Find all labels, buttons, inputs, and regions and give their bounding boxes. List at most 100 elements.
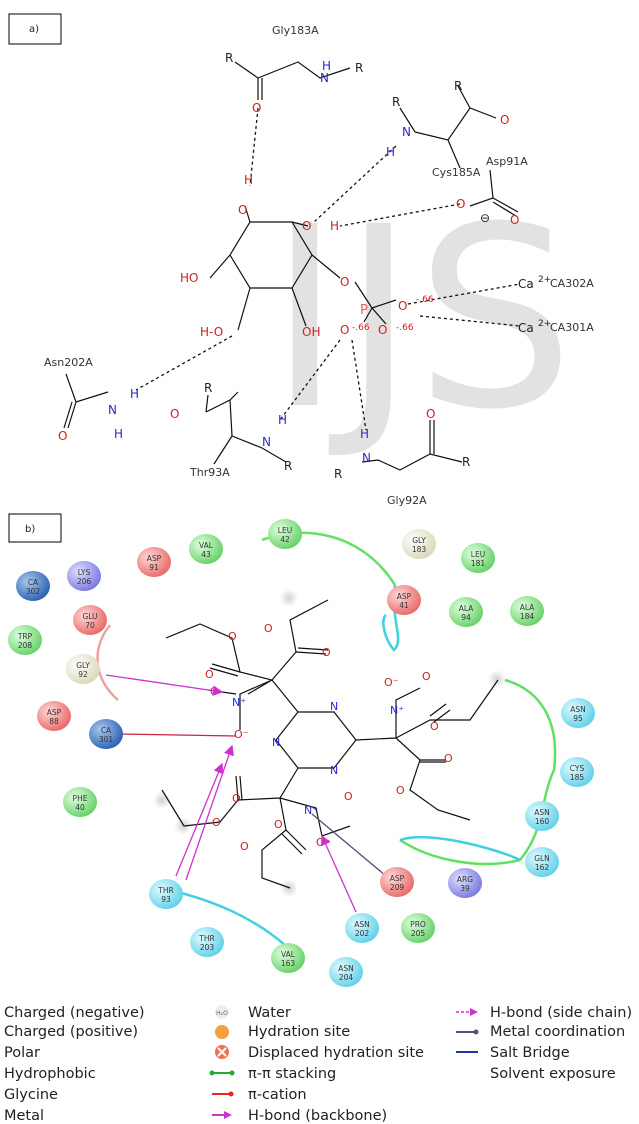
panel-a-label: a): [29, 24, 39, 35]
svg-text:N: N: [272, 736, 280, 749]
residue-number: 162: [535, 863, 550, 872]
residue-name: GLU: [82, 612, 97, 621]
legend-salt-bridge: Salt Bridge: [490, 1045, 570, 1061]
atom-o: O: [58, 429, 67, 443]
residue-number: 95: [573, 714, 583, 723]
residue-bubble: [448, 868, 482, 898]
svg-text:N⁺: N⁺: [390, 704, 404, 717]
hbond-backbone-icon-head: [224, 1111, 232, 1119]
residue-name: THR: [157, 886, 173, 895]
legend-metal-coordination: Metal coordination: [490, 1024, 625, 1040]
atom-o: O: [500, 113, 509, 127]
pipi-stacking-icon-end: [209, 1070, 215, 1076]
svg-text:O: O: [240, 840, 249, 853]
watermark: IJS: [268, 173, 574, 464]
atom-charge: 2+: [538, 275, 551, 285]
residue-name: THR: [198, 934, 214, 943]
atom-r: R: [462, 455, 470, 469]
svg-text:O: O: [322, 646, 331, 659]
residue-name: ASP: [47, 708, 62, 717]
residue-bubble: [271, 943, 305, 973]
residue-name: GLY: [76, 661, 90, 670]
panel-a-hbonds: [135, 107, 521, 431]
panel-a-label-box: [8, 13, 62, 45]
svg-text:O: O: [444, 752, 453, 765]
residue-label-ca302: CA302A: [550, 277, 594, 290]
residue-number: 70: [85, 621, 95, 630]
atom-n: N: [262, 435, 271, 449]
residue-label-ca301: CA301A: [550, 321, 594, 334]
svg-text:O: O: [228, 630, 237, 643]
residue-name: ASP: [397, 592, 412, 601]
hbond-gly92: [105, 674, 224, 696]
residue-number: 209: [390, 883, 405, 892]
atom-o: O: [238, 203, 247, 217]
residue-bubble: [137, 547, 171, 577]
atom-r: R: [454, 79, 462, 93]
svg-text:O⁻: O⁻: [234, 728, 249, 741]
residue-number: 202: [355, 929, 370, 938]
residue-bubble: [37, 701, 71, 731]
legend-charged-negative: Charged (negative): [4, 1005, 145, 1021]
water-icon-label: H₂O: [216, 1010, 228, 1017]
solvent-exposure-halos: [153, 589, 506, 897]
residue-name: ASP: [147, 554, 162, 563]
legend-charged-positive: Charged (positive): [4, 1024, 138, 1040]
hbond-thr93-b: [185, 744, 234, 881]
legend-column-residue-types: Charged (negative) Charged (positive) Po…: [4, 1005, 145, 1124]
svg-text:O: O: [274, 818, 283, 831]
atom-r: R: [355, 61, 363, 75]
legend-solvent-exposure: Solvent exposure: [490, 1066, 616, 1082]
svg-text:N⁺: N⁺: [304, 804, 318, 817]
residue-ca-302: CA302: [16, 571, 50, 601]
residue-number: 206: [77, 577, 92, 586]
legend-column-interactions: H-bond (side chain) Metal coordination S…: [456, 1005, 632, 1082]
svg-text:N⁺: N⁺: [232, 696, 246, 709]
residue-name: ASN: [338, 964, 354, 973]
atom-h: H: [322, 59, 331, 73]
residue-number: 185: [570, 773, 585, 782]
residue-name: VAL: [281, 950, 296, 959]
atom-h: H: [360, 427, 369, 441]
residue-bubble: [268, 519, 302, 549]
residue-name: CA: [101, 726, 112, 735]
atom-h: H: [278, 413, 287, 427]
residue-bubble: [149, 879, 183, 909]
pipi-stacking-icon-end: [229, 1070, 235, 1076]
residue-bubble: [16, 571, 50, 601]
legend-hbond-backbone: H-bond (backbone): [248, 1108, 387, 1124]
residue-bubble: [402, 529, 436, 559]
atom-p: P: [360, 303, 368, 318]
residue-label-asp91: Asp91A: [486, 155, 528, 168]
residue-bubble: [190, 927, 224, 957]
atom-o: O: [302, 219, 311, 233]
atom-o: O: [170, 407, 179, 421]
residue-number: 43: [201, 550, 211, 559]
salt-bridge-ca301: [119, 733, 237, 737]
hydration-site-icon: [215, 1025, 229, 1039]
residue-number: 203: [200, 943, 215, 952]
residue-bubble: [449, 597, 483, 627]
residue-number: 184: [520, 612, 535, 621]
legend-column-sites: H₂O Water Hydration site Displaced hydra…: [209, 1005, 424, 1124]
legend-hydration-site: Hydration site: [248, 1024, 350, 1040]
residue-bubble: [510, 596, 544, 626]
residue-name: ASP: [390, 874, 405, 883]
residue-number: 183: [412, 545, 427, 554]
atom-o: O: [252, 101, 261, 115]
